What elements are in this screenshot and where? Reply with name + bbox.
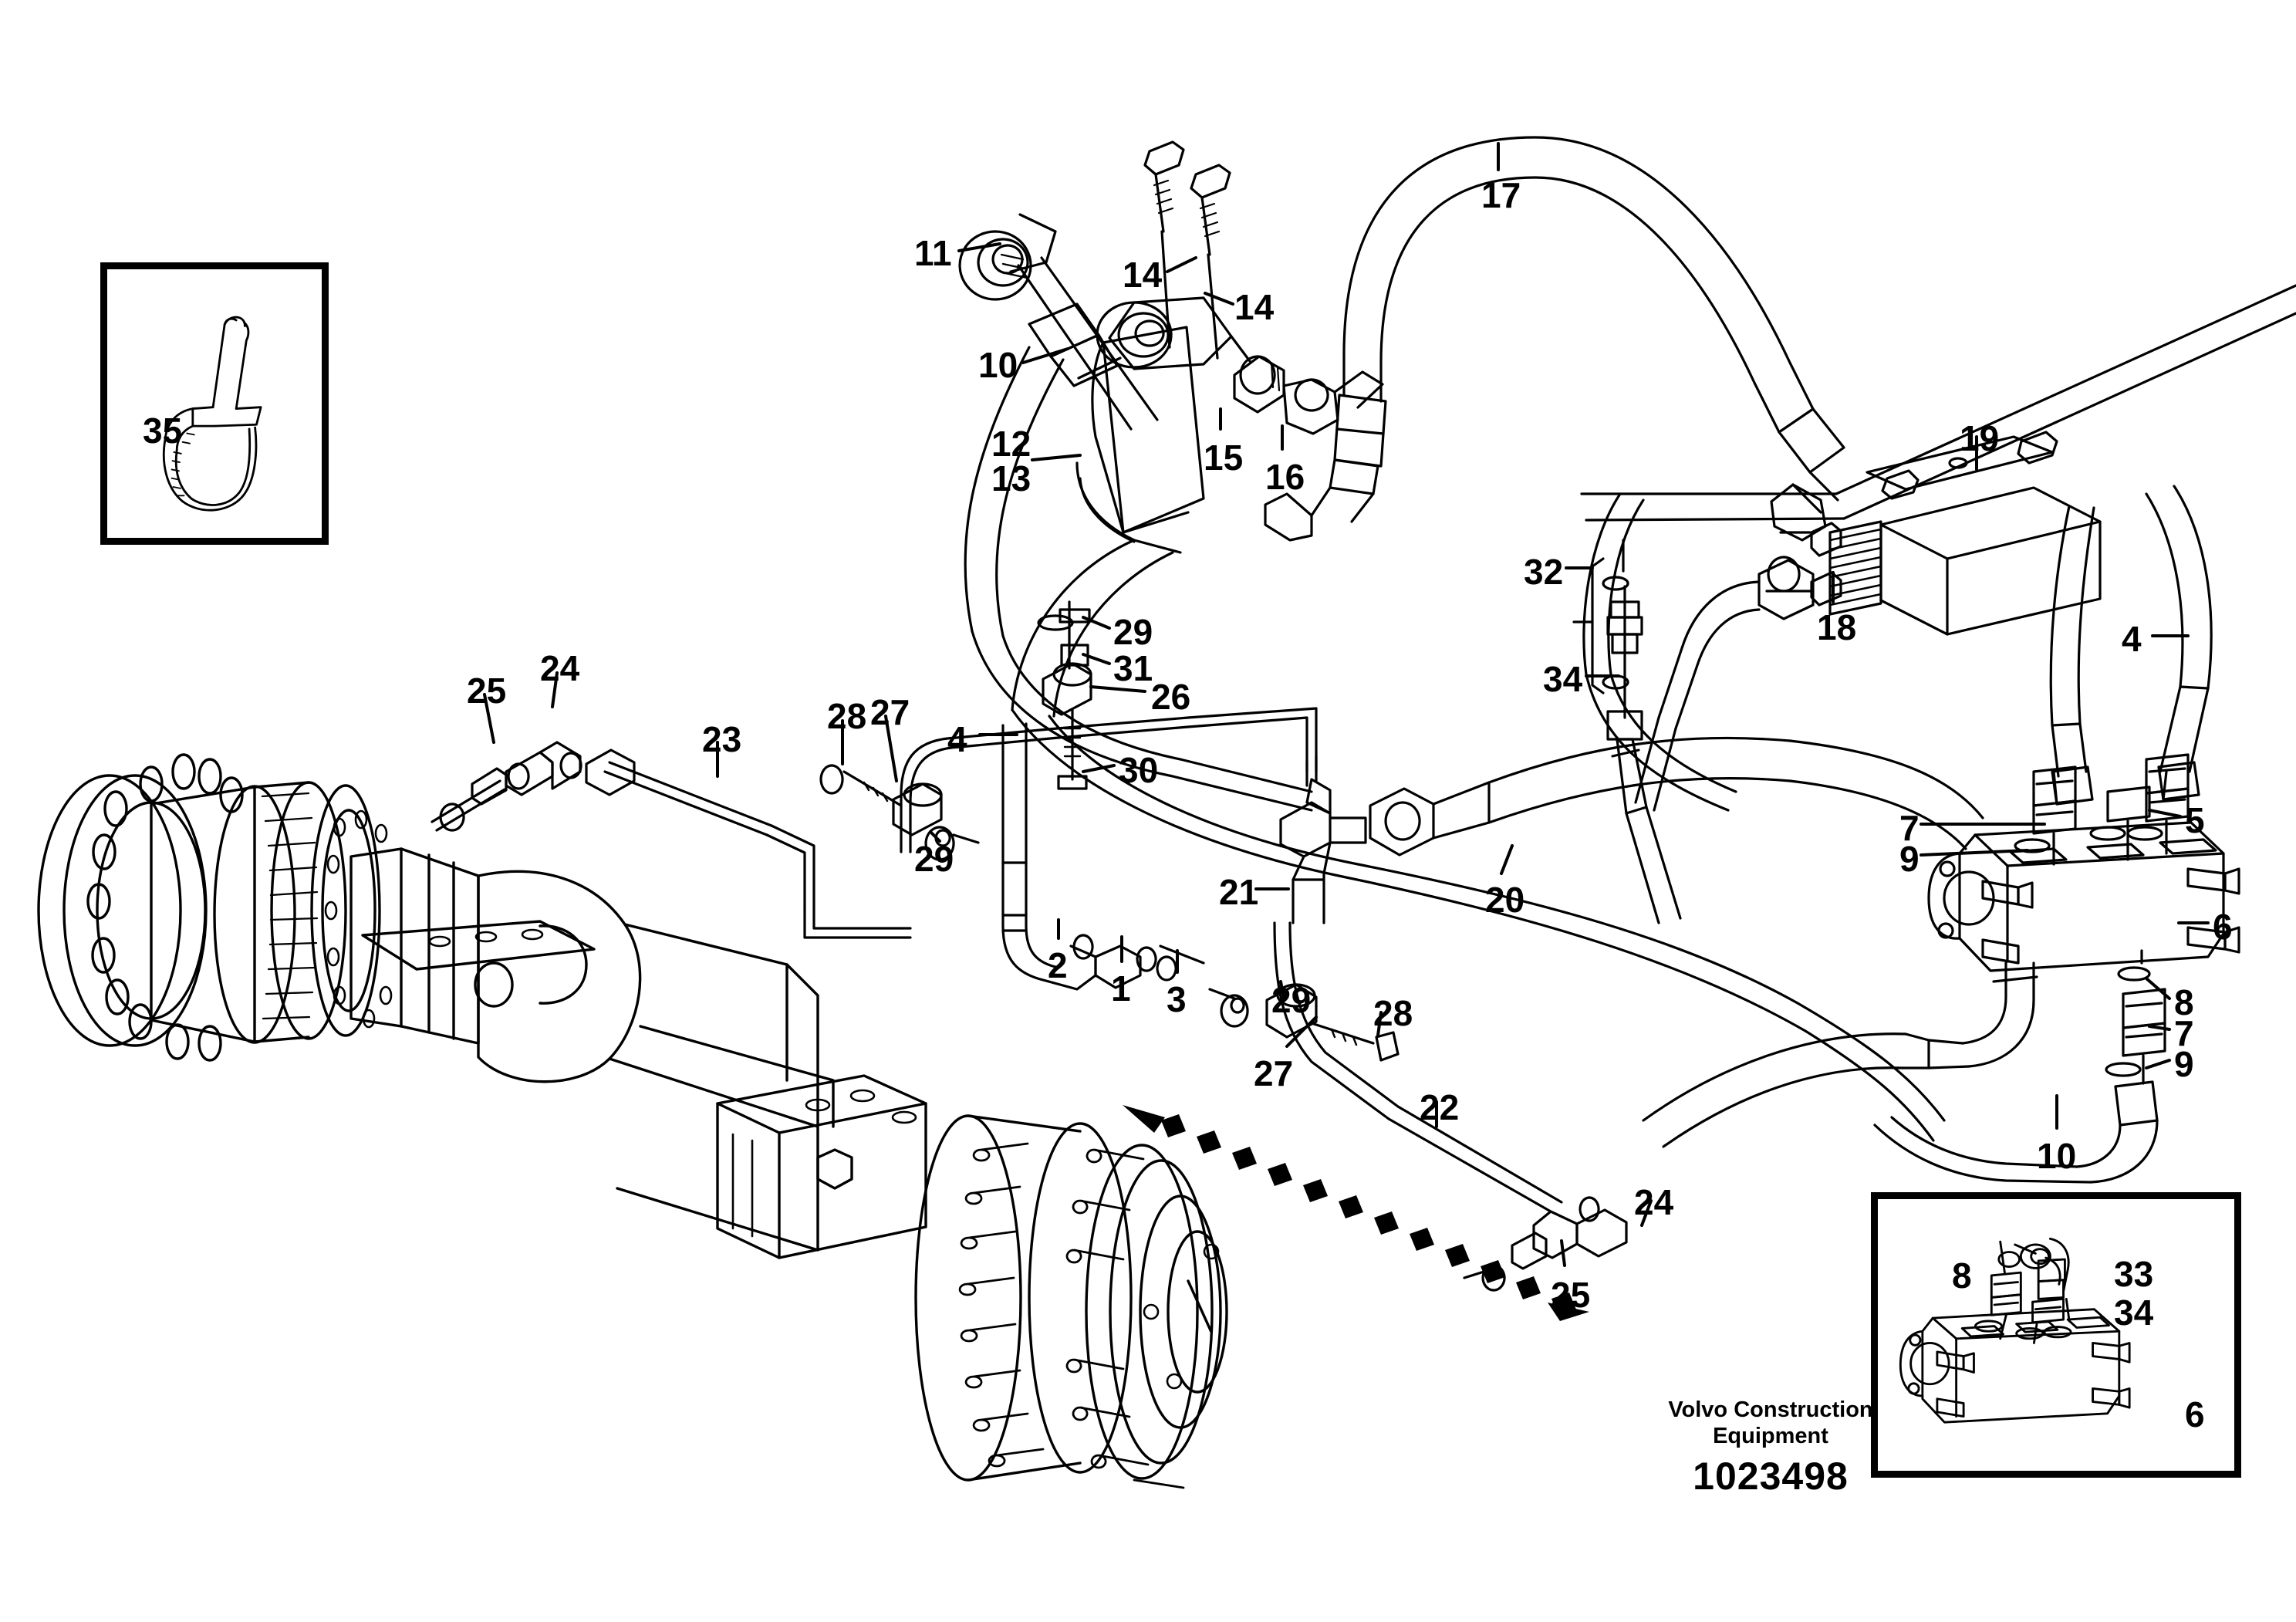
callout-9-b: 9: [2174, 1044, 2194, 1084]
leader-9a: [1920, 849, 2029, 857]
callout-3: 3: [1167, 979, 1187, 1019]
leader-11: [957, 242, 1001, 252]
detail-box-cable-tie: [100, 262, 329, 545]
leader-8m: [2145, 977, 2171, 1000]
callout-32: 32: [1524, 552, 1564, 592]
oil-cooler-19: [1810, 431, 2102, 636]
callout-13: 13: [991, 458, 1032, 498]
tee-fitting-21: [1279, 736, 1984, 924]
hose-18: [1634, 531, 1815, 812]
callout-29-a: 29: [1113, 612, 1153, 652]
leader-20: [1500, 844, 1514, 875]
callout-25-a: 25: [467, 671, 507, 711]
leader-24a: [551, 671, 559, 708]
callout-17: 17: [1481, 175, 1521, 215]
leader-26: [1089, 685, 1146, 693]
callout-6-detail: 6: [2185, 1394, 2205, 1434]
callout-14-a: 14: [1123, 255, 1163, 295]
callout-15: 15: [1204, 438, 1244, 478]
leader-14a: [1166, 256, 1197, 273]
callout-23: 23: [702, 719, 742, 759]
leader-5: [2148, 809, 2182, 818]
callout-24-b: 24: [1634, 1182, 1674, 1222]
callout-33-detail: 33: [2114, 1254, 2154, 1294]
brake-line-23: [430, 741, 912, 939]
callout-34-a: 34: [1543, 659, 1583, 699]
hose-17: [1264, 136, 1845, 542]
callout-19: 19: [1960, 418, 2000, 458]
callout-16: 16: [1265, 457, 1305, 497]
callout-4-right: 4: [2122, 619, 2142, 659]
hose-bundle-right: [1011, 708, 1946, 1142]
callout-27-a: 27: [870, 692, 910, 732]
callout-34-detail: 34: [2114, 1293, 2154, 1333]
cylinder-assembly: [958, 140, 1384, 554]
leader-14b: [1204, 292, 1234, 306]
callout-1: 1: [1111, 968, 1131, 1009]
callout-20: 20: [1485, 880, 1525, 920]
callout-35: 35: [143, 411, 183, 451]
leader-24b: [1640, 1199, 1653, 1227]
detail-box-valve-block: [1871, 1192, 2241, 1478]
leader-9b: [2145, 1059, 2171, 1070]
callout-8-detail: 8: [1952, 1255, 1972, 1296]
brand-line-2: Equipment: [1713, 1424, 1828, 1449]
callout-10-a: 10: [978, 345, 1018, 385]
callout-25-b: 25: [1551, 1275, 1591, 1315]
callout-12: 12: [991, 424, 1032, 464]
frame-hose-lines-right: [1580, 284, 2296, 812]
brake-line-22: [1208, 921, 1628, 1292]
leader-29b: [929, 830, 941, 843]
callout-18: 18: [1817, 607, 1857, 647]
leader-10a: [1021, 347, 1069, 364]
callout-31: 31: [1113, 648, 1153, 688]
callout-11: 11: [914, 233, 952, 273]
leader-31: [1082, 653, 1111, 665]
callout-5: 5: [2185, 800, 2205, 840]
callout-28-a: 28: [827, 696, 867, 736]
brand-block: Volvo Construction Equipment 1023498: [1643, 1397, 1898, 1499]
brand-line-1: Volvo Construction: [1668, 1397, 1873, 1422]
callout-24-a: 24: [540, 648, 580, 688]
part-number: 1023498: [1693, 1455, 1849, 1499]
axle-housing: [37, 753, 1228, 1489]
leader-7b: [2148, 1025, 2171, 1031]
leader-27b: [1285, 1015, 1318, 1048]
callout-22: 22: [1420, 1087, 1460, 1127]
callout-29-b: 29: [914, 839, 954, 879]
callout-7-b: 7: [2174, 1013, 2194, 1053]
callout-26: 26: [1151, 677, 1191, 717]
leader-25b: [1560, 1239, 1566, 1267]
callout-4-center: 4: [947, 719, 967, 759]
leader-12-13: [1031, 454, 1082, 461]
callout-7-a: 7: [1899, 808, 1920, 848]
fitting-stack-32: [1572, 539, 1682, 924]
callout-29-c: 29: [1271, 980, 1312, 1020]
section-cut-marker: [1123, 1105, 1589, 1321]
callout-10-b: 10: [2037, 1136, 2077, 1176]
leader-28b: [1376, 1011, 1383, 1037]
callout-28-b: 28: [1373, 993, 1413, 1033]
leader-25a: [483, 693, 495, 744]
leader-29c: [1279, 980, 1285, 1000]
callout-8-main: 8: [2174, 982, 2194, 1022]
leader-30: [1082, 764, 1116, 773]
callout-6-main: 6: [2213, 907, 2233, 947]
leader-29a: [1082, 616, 1111, 630]
valve-block-detail-drawing: [1899, 1237, 2131, 1424]
callout-30: 30: [1119, 750, 1159, 790]
callout-9-a: 9: [1899, 839, 1920, 879]
callout-27-b: 27: [1254, 1053, 1294, 1093]
hose-10-routing: [964, 346, 1313, 812]
block-upper-links: [2052, 770, 2168, 806]
valve-block-6: [1642, 753, 2240, 1184]
callout-21: 21: [1219, 872, 1259, 912]
cable-tie-drawing: [162, 316, 262, 512]
leader-27a: [884, 715, 898, 782]
callout-14-b: 14: [1234, 287, 1275, 327]
callout-2: 2: [1048, 945, 1068, 985]
